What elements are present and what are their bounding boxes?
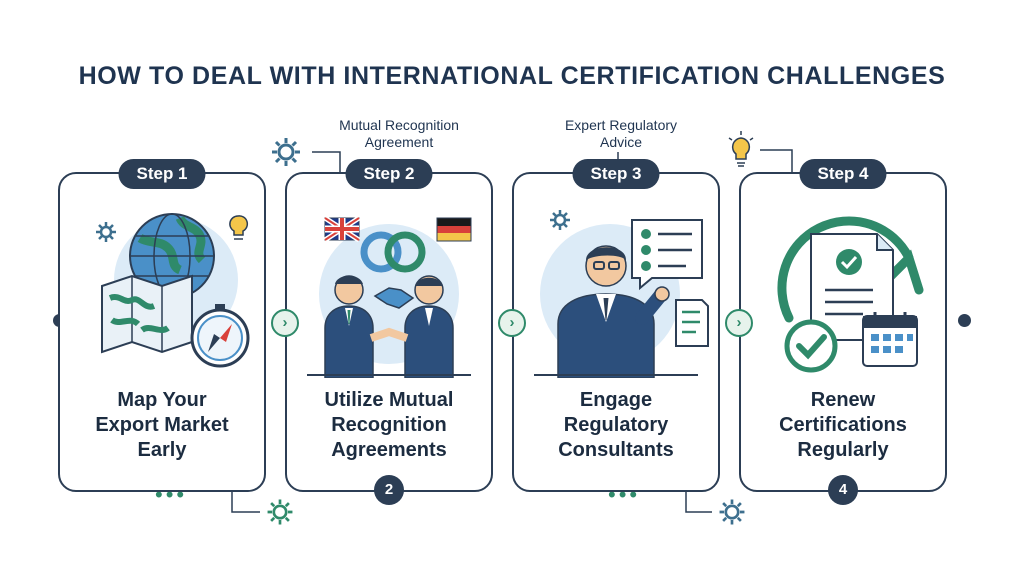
step1-illustration bbox=[96, 213, 250, 368]
step2-illustration bbox=[307, 215, 472, 378]
germany-flag-icon bbox=[436, 217, 472, 242]
step-card-4: Step 4 Renew bbox=[739, 159, 947, 505]
step-label: Step 4 bbox=[799, 159, 887, 189]
step-card-3: Step 3 bbox=[512, 159, 720, 492]
step-number-badge: 2 bbox=[374, 475, 404, 505]
checkmark-icon bbox=[784, 319, 838, 373]
next-arrow-icon: › bbox=[725, 309, 753, 337]
step-card-2: Step 2 bbox=[285, 159, 493, 505]
gear-icon bbox=[96, 222, 116, 242]
compass-icon bbox=[190, 304, 250, 368]
gear-icon bbox=[550, 210, 570, 230]
next-arrow-icon: › bbox=[271, 309, 299, 337]
page-title: HOW TO DEAL WITH INTERNATIONAL CERTIFICA… bbox=[78, 62, 946, 90]
step-description: Map Your Export Market Early bbox=[95, 389, 229, 461]
step-description: Renew Certifications Regularly bbox=[779, 389, 907, 461]
annotation-regulatory-advice: Expert Regulatory Advice bbox=[564, 117, 678, 150]
calendar-icon bbox=[862, 312, 918, 367]
step4-illustration bbox=[777, 216, 924, 373]
checklist-icon bbox=[631, 219, 703, 291]
step3-illustration bbox=[534, 210, 709, 378]
next-arrow-icon: › bbox=[498, 309, 526, 337]
document-icon bbox=[675, 299, 709, 347]
uk-flag-icon bbox=[323, 215, 361, 243]
line-end-dot bbox=[958, 314, 971, 327]
step-card-1: Step 1 bbox=[58, 159, 266, 492]
renew-arrow-icon bbox=[777, 216, 924, 323]
step-label: Step 2 bbox=[345, 159, 433, 189]
step-description: Utilize Mutual Recognition Agreements bbox=[324, 389, 454, 461]
gear-icon bbox=[719, 499, 745, 525]
step-label: Step 3 bbox=[572, 159, 660, 189]
gear-icon bbox=[272, 138, 300, 166]
linked-rings-icon bbox=[360, 231, 426, 273]
gear-icon bbox=[267, 499, 293, 525]
annotation-mutual-recognition: Mutual Recognition Agreement bbox=[339, 117, 459, 150]
step-label: Step 1 bbox=[118, 159, 206, 189]
lightbulb-icon bbox=[728, 131, 754, 167]
step-description: Engage Regulatory Consultants bbox=[558, 389, 674, 461]
map-icon bbox=[101, 274, 193, 354]
step-number-badge: 4 bbox=[828, 475, 858, 505]
handshake-icon bbox=[373, 287, 415, 309]
businessmen-icon bbox=[307, 275, 471, 378]
lightbulb-icon bbox=[229, 215, 249, 240]
consultant-icon bbox=[534, 245, 698, 378]
